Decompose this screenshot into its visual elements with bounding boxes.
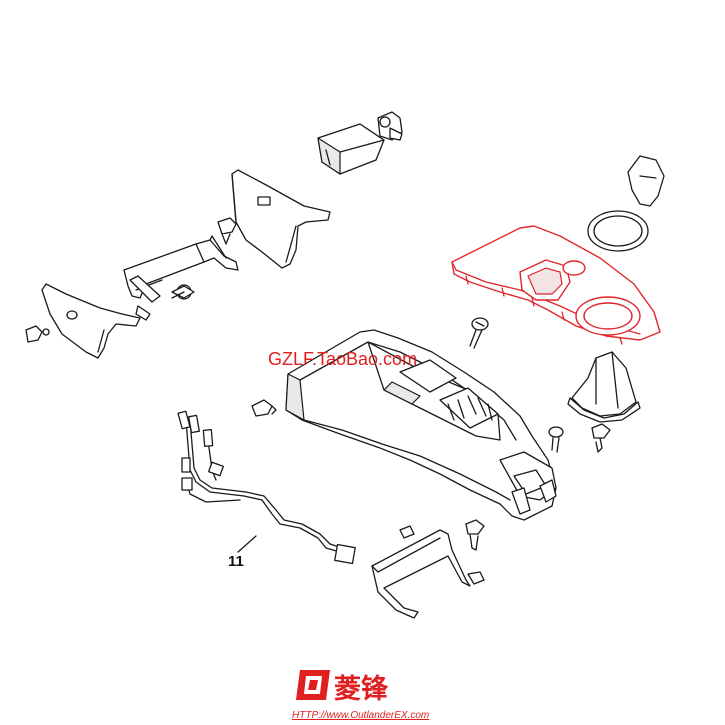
bolt-3 [465, 519, 485, 551]
bolt-2 [591, 423, 611, 453]
side-panel-right [231, 169, 331, 269]
switch-part [377, 111, 403, 141]
wire-harness [177, 410, 356, 565]
main-console [285, 329, 557, 521]
brand-logo: 菱锋 HTTP://www.OutlanderEX.com [292, 670, 429, 721]
logo-url: HTTP://www.OutlanderEX.com [292, 710, 429, 721]
shift-ring [587, 210, 649, 252]
bolt-1 [171, 284, 195, 300]
mount-bracket [123, 235, 239, 321]
side-panel-left [41, 283, 141, 359]
lower-bracket [371, 525, 485, 619]
cup-insert-part [317, 123, 385, 175]
callout-label: 11 [228, 553, 244, 570]
screw-right [548, 426, 564, 453]
clip-3 [251, 399, 277, 417]
clip-2 [25, 325, 50, 343]
screw-top [469, 317, 489, 349]
logo-text: 菱锋 [334, 674, 389, 705]
clip-1 [217, 217, 237, 245]
shift-boot [567, 351, 641, 423]
highlighted-console-panel [451, 225, 661, 345]
shift-knob [627, 155, 665, 207]
watermark-text: GZLF.TaoBao.com [268, 349, 417, 369]
